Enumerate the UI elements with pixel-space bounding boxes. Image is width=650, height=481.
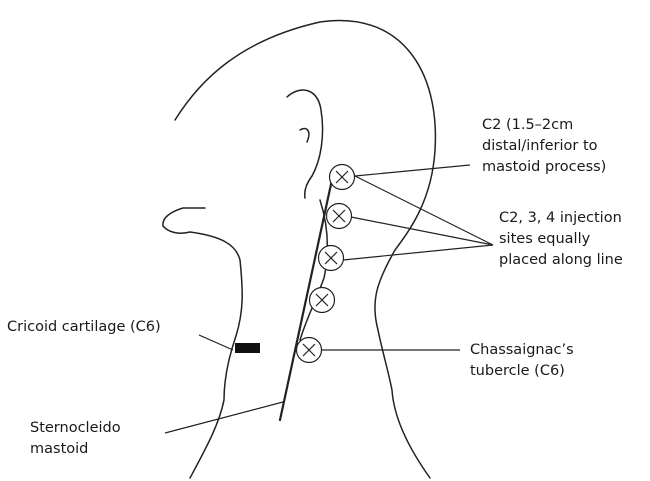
injection-sites-label-line: placed along line (499, 250, 623, 271)
injection-sites-label-line: sites equally (499, 229, 623, 250)
injection-site-marker (310, 288, 335, 313)
leader-sternocleidomastoid (165, 402, 283, 433)
sternocleidomastoid-label-line: Sternocleido (30, 418, 121, 439)
injection-site-marker (330, 165, 355, 190)
chassaignac-label-line: tubercle (C6) (470, 361, 574, 382)
head-top-outline (175, 20, 435, 478)
injection-sites-label: C2, 3, 4 injection sites equally placed … (499, 208, 623, 271)
cricoid-label: Cricoid cartilage (C6) (7, 317, 161, 338)
injection-sites-label-line: C2, 3, 4 injection (499, 208, 623, 229)
leader-sites-1 (355, 176, 493, 245)
sternocleidomastoid-label: Sternocleido mastoid (30, 418, 121, 460)
c2-site-label-line: distal/inferior to (482, 136, 606, 157)
chassaignac-label-line: Chassaignac’s (470, 340, 574, 361)
leader-sites-3 (343, 245, 493, 260)
c2-site-label: C2 (1.5–2cm distal/inferior to mastoid p… (482, 115, 606, 178)
c2-site-label-line: mastoid process) (482, 157, 606, 178)
sternocleidomastoid-label-line: mastoid (30, 439, 121, 460)
injection-site-marker (327, 204, 352, 229)
chassaignac-label: Chassaignac’s tubercle (C6) (470, 340, 574, 382)
cricoid-marker (235, 343, 260, 353)
leader-c2 (355, 165, 470, 176)
ear-inner (300, 129, 309, 143)
leader-sites-2 (351, 217, 493, 245)
injection-site-marker (319, 246, 344, 271)
ear-outline (287, 90, 323, 198)
injection-site-marker (297, 338, 322, 363)
c2-site-label-line: C2 (1.5–2cm (482, 115, 606, 136)
leader-cricoid (199, 335, 233, 350)
cricoid-label-text: Cricoid cartilage (C6) (7, 317, 161, 338)
head-outline (163, 208, 242, 478)
